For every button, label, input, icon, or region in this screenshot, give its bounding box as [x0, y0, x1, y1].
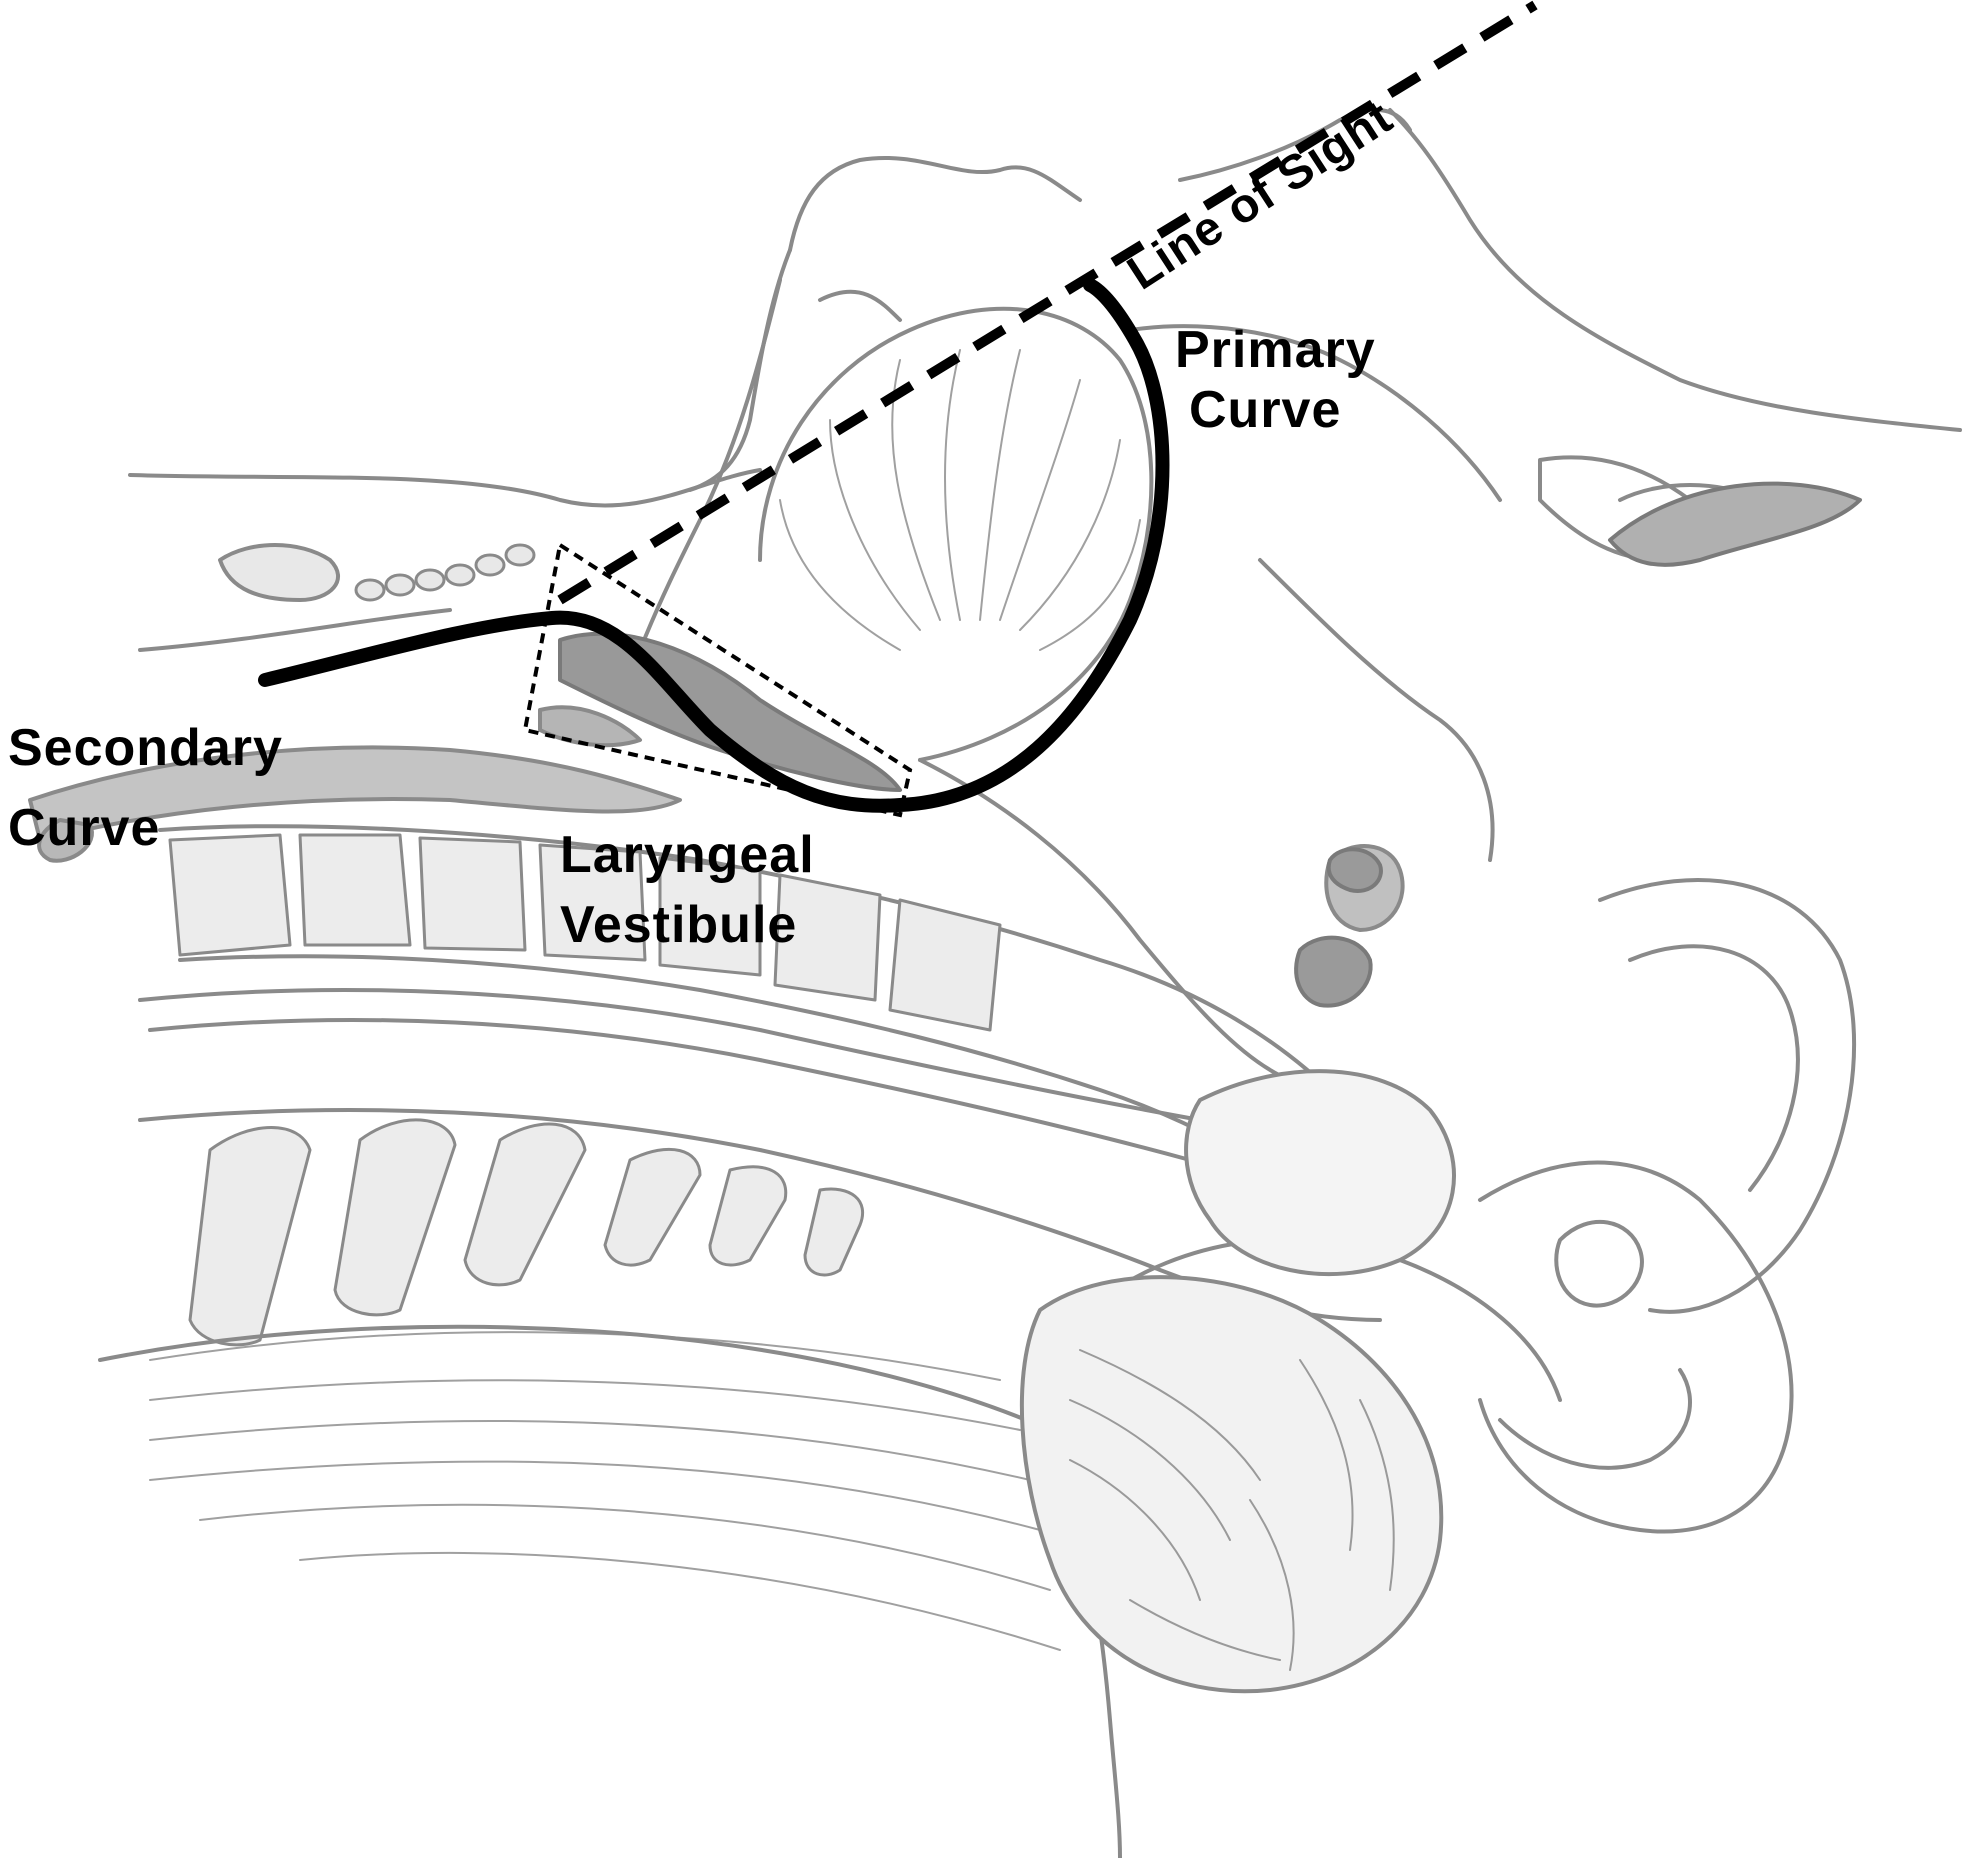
- spinal-canal-outer: [138, 988, 1202, 1122]
- annotations: [258, 0, 1538, 818]
- earlobe: [1498, 1368, 1692, 1470]
- face-outline: [1388, 108, 1962, 432]
- thyroid-cartilage-rings: [354, 543, 536, 602]
- tongue-outline: [758, 306, 1154, 762]
- endoscope-curve: [258, 278, 1170, 813]
- spinous-processes: [188, 1118, 865, 1347]
- pharynx-wall: [918, 758, 1292, 1082]
- sinus-dark-1: [1326, 847, 1383, 893]
- primary-curve-label-line-2: Curve: [1189, 381, 1342, 439]
- skull-base-outline: [1258, 558, 1495, 862]
- brainstem-outline: [1184, 1069, 1456, 1277]
- secondary-curve-label: Secondary Curve: [8, 718, 283, 858]
- epiglottis-shaded: [558, 631, 902, 792]
- line-of-sight-dashed-line: [557, 0, 1538, 605]
- sinus-dark-2: [1294, 935, 1373, 1008]
- laryngeal-vestibule-label-line-1: Laryngeal: [560, 826, 815, 884]
- spine-posterior-line: [178, 954, 1312, 1202]
- cerebellum: [1019, 1275, 1444, 1694]
- laryngeal-vestibule-label-line-2: Vestibule: [560, 896, 798, 954]
- cerebellum-outline: [1019, 1275, 1444, 1694]
- primary-curve-label: Primary Curve: [1175, 320, 1376, 440]
- sinus-shape: [1608, 481, 1862, 567]
- hard-palate-outline: [1128, 324, 1502, 502]
- ear: [1498, 878, 1857, 1470]
- laryngeal-vestibule-label: Laryngeal Vestibule: [560, 825, 815, 955]
- anatomy-illustration: [28, 107, 1962, 1858]
- lip-contour: [688, 248, 792, 492]
- nose-outline: [1178, 107, 1412, 182]
- primary-curve-label-line-1: Primary: [1175, 321, 1376, 379]
- neck-muscle-fibers: [149, 1331, 1061, 1651]
- laryngeal-vestibule-dashed-box: [522, 541, 913, 818]
- tongue-fibers: [779, 349, 1141, 651]
- cerebrum-outline: [1478, 1160, 1794, 1534]
- upper-lip-outline: [788, 155, 1082, 252]
- larynx-tube: [28, 745, 682, 842]
- hyoid-bone: [218, 543, 340, 602]
- secondary-curve-label-line-2: Curve: [8, 799, 161, 857]
- ear-inner: [1628, 944, 1800, 1192]
- vertebral-bodies: [168, 833, 1002, 1032]
- trachea-upper: [37, 818, 94, 863]
- ear-outer: [1598, 878, 1857, 1314]
- secondary-curve-label-line-1: Secondary: [8, 719, 283, 777]
- neck-anterior-outline: [128, 468, 762, 508]
- mandible-outline: [638, 278, 902, 652]
- ear-canal: [1554, 1220, 1644, 1308]
- neck-anterior-outline-2: [138, 608, 452, 652]
- posterior-neck-outline: [98, 1324, 1122, 1858]
